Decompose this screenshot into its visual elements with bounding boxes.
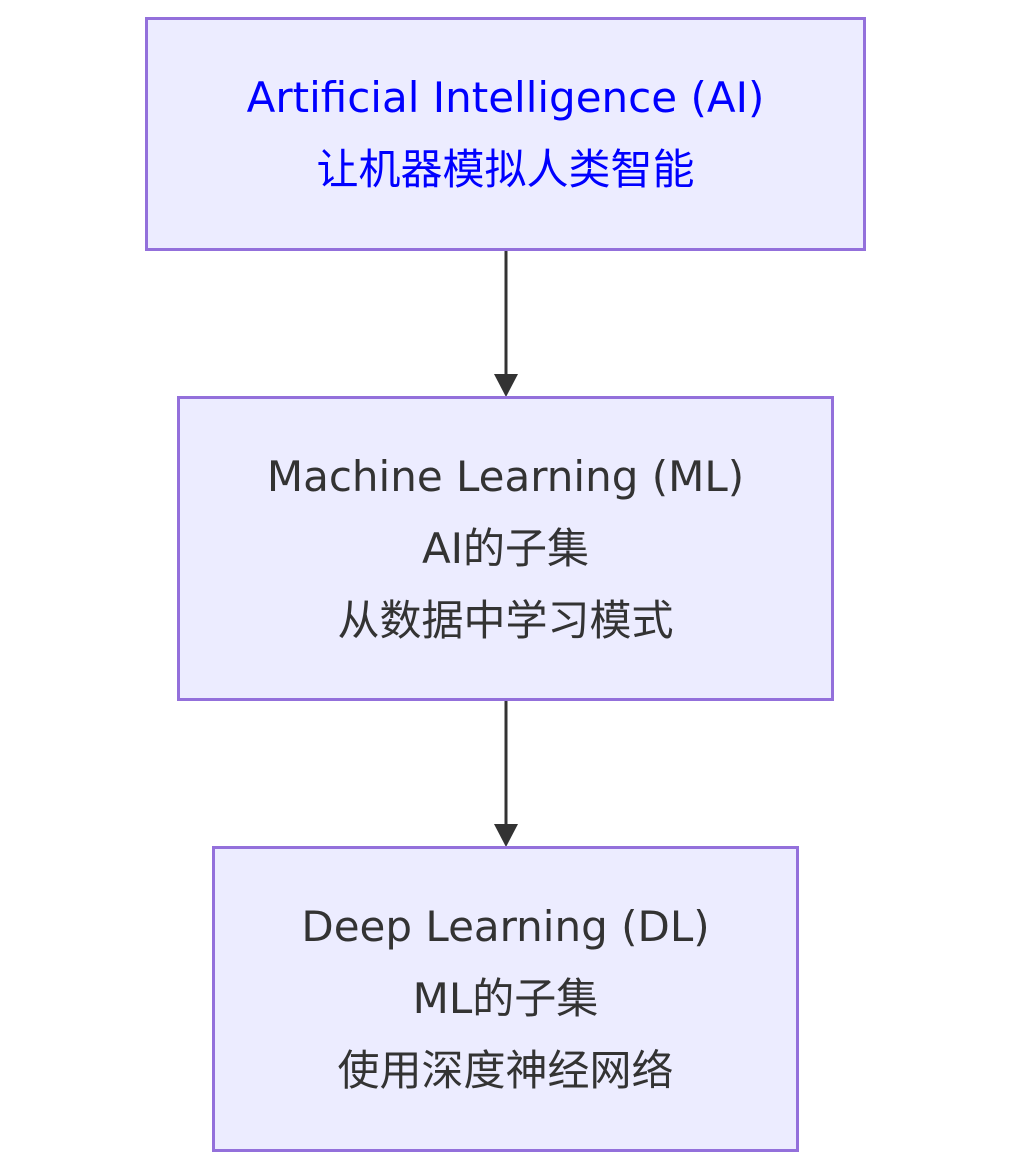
node-dl-subset-note: ML的子集: [412, 974, 599, 1023]
node-dl-title: Deep Learning (DL): [301, 902, 710, 951]
node-ml-subset-note: AI的子集: [421, 523, 590, 573]
node-dl-description: 使用深度神经网络: [337, 1046, 674, 1095]
arrowhead-icon: [494, 824, 518, 847]
node-deep-learning: Deep Learning (DL) ML的子集 使用深度神经网络: [212, 846, 799, 1152]
edge-ml-to-dl: [494, 701, 518, 847]
node-ai-description: 让机器模拟人类智能: [316, 145, 695, 194]
node-ml-description: 从数据中学习模式: [337, 595, 674, 645]
node-artificial-intelligence: Artificial Intelligence (AI) 让机器模拟人类智能: [145, 17, 866, 251]
node-ml-title: Machine Learning (ML): [266, 451, 745, 501]
edge-ai-to-ml: [494, 251, 518, 397]
arrowhead-icon: [494, 374, 518, 397]
node-machine-learning: Machine Learning (ML) AI的子集 从数据中学习模式: [177, 396, 834, 701]
node-ai-title: Artificial Intelligence (AI): [246, 73, 765, 122]
